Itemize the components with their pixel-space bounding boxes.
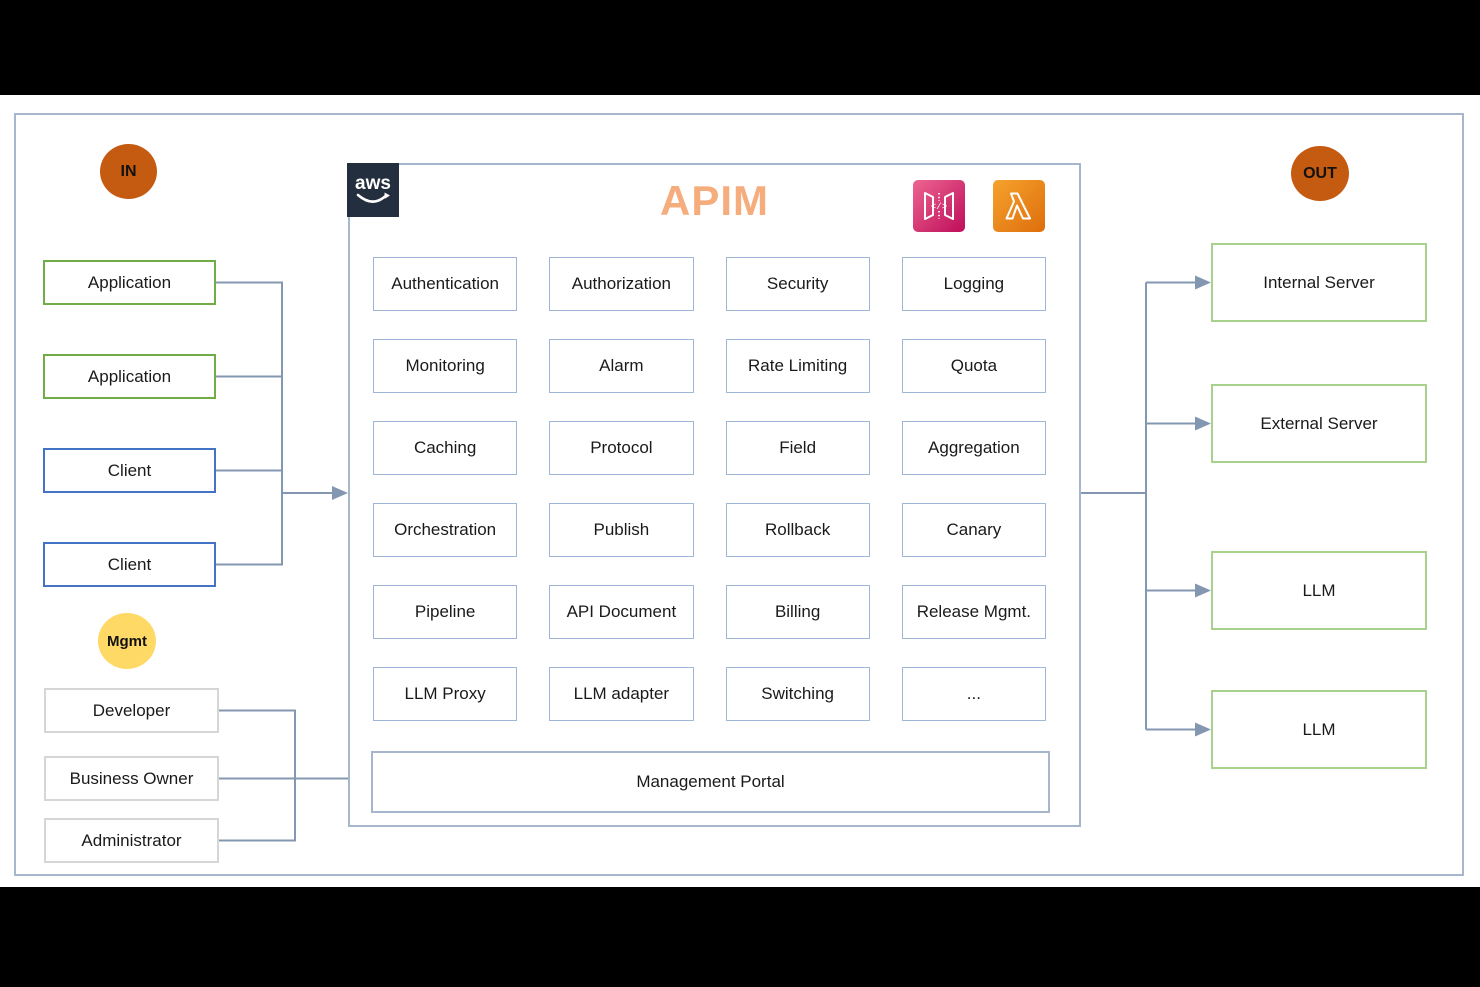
diagram-border bbox=[14, 113, 1464, 876]
feature-rate-limiting: Rate Limiting bbox=[725, 339, 870, 393]
apim-feature-grid: Authentication Authorization Security Lo… bbox=[373, 257, 1046, 721]
feature-more: ... bbox=[901, 667, 1046, 721]
feature-field: Field bbox=[725, 421, 870, 475]
feature-publish: Publish bbox=[549, 503, 694, 557]
feature-monitoring: Monitoring bbox=[373, 339, 518, 393]
feature-quota: Quota bbox=[901, 339, 1046, 393]
feature-pipeline: Pipeline bbox=[373, 585, 518, 639]
out-badge: OUT bbox=[1291, 146, 1349, 201]
output-llm-1: LLM bbox=[1211, 551, 1427, 630]
mgmt-badge: Mgmt bbox=[98, 613, 156, 669]
in-badge: IN bbox=[100, 144, 157, 199]
input-application-2: Application bbox=[43, 354, 216, 399]
feature-rollback: Rollback bbox=[725, 503, 870, 557]
feature-alarm: Alarm bbox=[549, 339, 694, 393]
lambda-icon bbox=[993, 180, 1045, 232]
feature-release-mgmt: Release Mgmt. bbox=[901, 585, 1046, 639]
management-portal-box: Management Portal bbox=[371, 751, 1050, 813]
slide-background: IN OUT Mgmt Application Application Clie… bbox=[0, 95, 1480, 887]
feature-logging: Logging bbox=[901, 257, 1046, 311]
actor-administrator: Administrator bbox=[44, 818, 219, 863]
input-application-1: Application bbox=[43, 260, 216, 305]
feature-caching: Caching bbox=[373, 421, 518, 475]
output-external-server: External Server bbox=[1211, 384, 1427, 463]
aws-logo-text: aws bbox=[355, 173, 391, 194]
feature-protocol: Protocol bbox=[549, 421, 694, 475]
feature-llm-proxy: LLM Proxy bbox=[373, 667, 518, 721]
output-internal-server: Internal Server bbox=[1211, 243, 1427, 322]
feature-security: Security bbox=[725, 257, 870, 311]
feature-switching: Switching bbox=[725, 667, 870, 721]
output-llm-2: LLM bbox=[1211, 690, 1427, 769]
feature-authorization: Authorization bbox=[549, 257, 694, 311]
feature-orchestration: Orchestration bbox=[373, 503, 518, 557]
apim-title: APIM bbox=[660, 177, 769, 224]
svg-text:</>: </> bbox=[931, 202, 947, 212]
actor-business-owner: Business Owner bbox=[44, 756, 219, 801]
apim-container: aws APIM </> bbox=[347, 163, 1081, 827]
aws-logo-icon: aws bbox=[347, 163, 399, 217]
feature-billing: Billing bbox=[725, 585, 870, 639]
feature-aggregation: Aggregation bbox=[901, 421, 1046, 475]
api-gateway-icon: </> bbox=[913, 180, 965, 232]
input-client-2: Client bbox=[43, 542, 216, 587]
input-client-1: Client bbox=[43, 448, 216, 493]
actor-developer: Developer bbox=[44, 688, 219, 733]
feature-authentication: Authentication bbox=[373, 257, 518, 311]
feature-llm-adapter: LLM adapter bbox=[549, 667, 694, 721]
feature-canary: Canary bbox=[901, 503, 1046, 557]
feature-api-document: API Document bbox=[549, 585, 694, 639]
